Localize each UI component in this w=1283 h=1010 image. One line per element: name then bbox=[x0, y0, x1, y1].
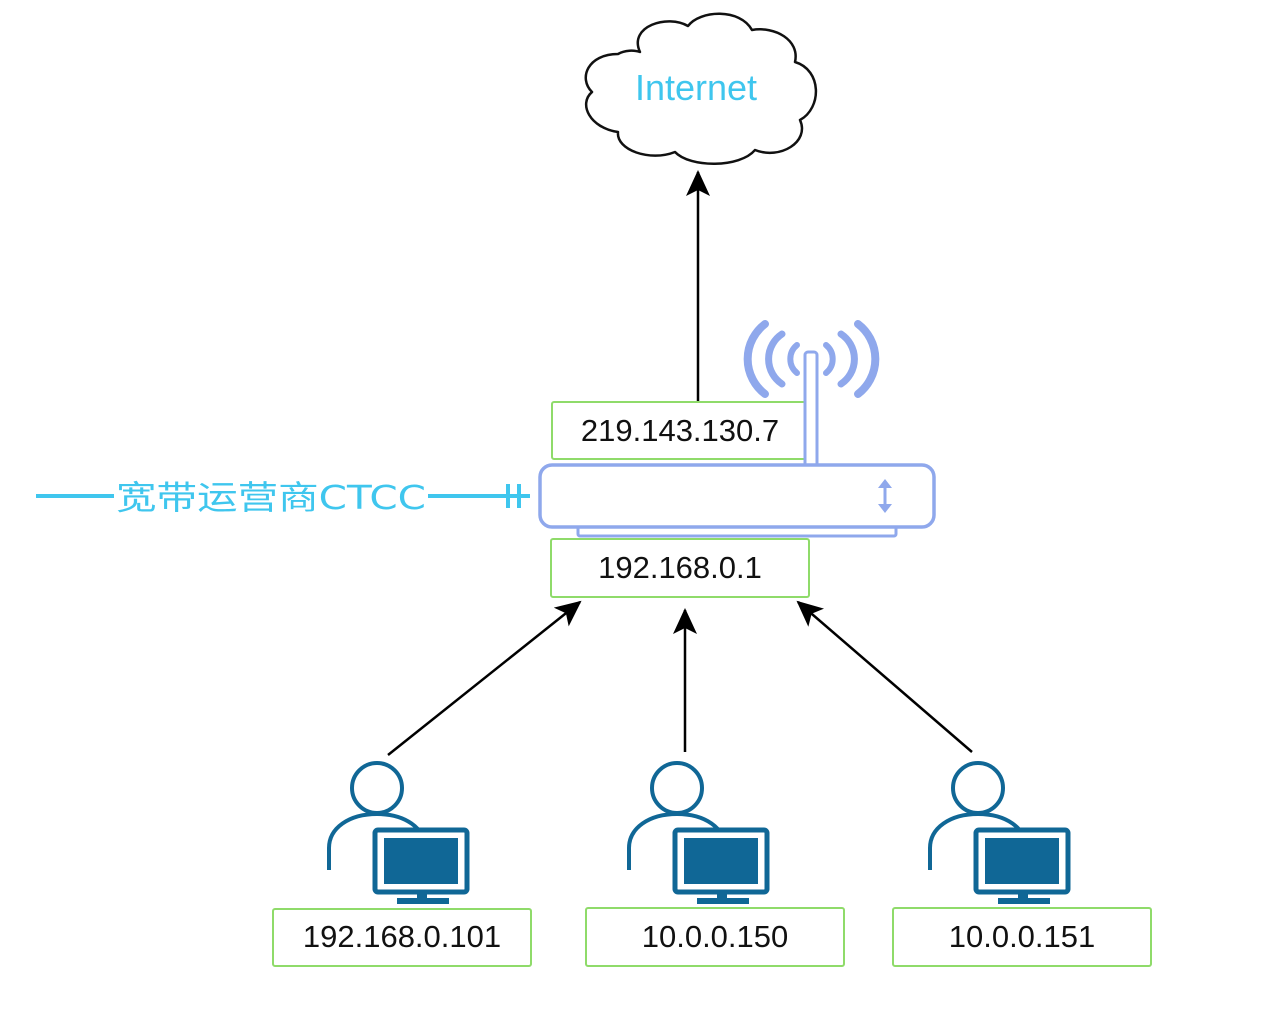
isp-connection: 宽带运营商CTCC bbox=[36, 478, 530, 517]
router-lan-ip-box: 192.168.0.1 bbox=[550, 538, 810, 598]
router-wan-ip-label: 219.143.130.7 bbox=[581, 413, 779, 448]
host-1-ip-label: 192.168.0.101 bbox=[303, 919, 501, 954]
host-2-ip-label: 10.0.0.150 bbox=[642, 919, 789, 954]
host-3-ip-label: 10.0.0.151 bbox=[949, 919, 1096, 954]
cloud-icon bbox=[584, 12, 818, 165]
isp-label: 宽带运营商CTCC bbox=[116, 478, 426, 517]
host-1-arrow bbox=[387, 600, 582, 756]
user-computer-icon bbox=[627, 761, 770, 904]
router-lan-ip-label: 192.168.0.1 bbox=[598, 550, 762, 585]
user-computer-icon bbox=[327, 761, 470, 904]
router-body bbox=[538, 463, 936, 529]
host-3-arrow bbox=[796, 600, 973, 753]
host-3 bbox=[928, 761, 1071, 904]
router bbox=[538, 320, 936, 538]
host-1 bbox=[327, 761, 470, 904]
host-1-ip-box: 192.168.0.101 bbox=[272, 908, 532, 967]
router-antenna bbox=[803, 350, 819, 470]
host-2-ip-box: 10.0.0.150 bbox=[585, 907, 845, 967]
user-computer-icon bbox=[928, 761, 1071, 904]
host-3-ip-box: 10.0.0.151 bbox=[892, 907, 1152, 967]
cloud-label: Internet bbox=[635, 67, 757, 108]
internet-cloud: Internet bbox=[584, 12, 818, 165]
router-wan-ip-box: 219.143.130.7 bbox=[551, 401, 809, 460]
host-2 bbox=[627, 761, 770, 904]
updown-arrow-icon bbox=[878, 479, 892, 513]
